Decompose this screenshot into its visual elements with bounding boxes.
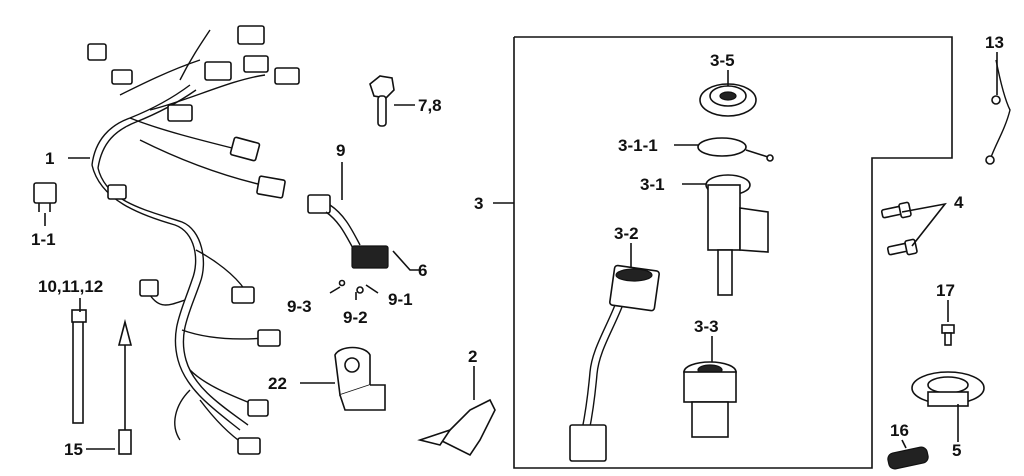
callout-9-2: 9-2 [343, 308, 368, 327]
callout-15: 15 [64, 440, 83, 459]
callout-9: 9 [336, 141, 345, 160]
callout-9-3: 9-3 [287, 297, 312, 316]
callout-3: 3 [474, 194, 483, 213]
callout-3-5: 3-5 [710, 51, 735, 70]
gasket-icon [697, 137, 774, 162]
callout-22: 22 [268, 374, 287, 393]
sub-harness-icon [307, 194, 389, 294]
callout-17: 17 [936, 281, 955, 300]
callout-5: 5 [952, 441, 961, 460]
seat-lock-icon [683, 361, 737, 438]
ignition-switch-icon [705, 174, 769, 296]
callout-13: 13 [985, 33, 1004, 52]
connector-icon [569, 264, 660, 462]
wire-harness-icon [87, 25, 300, 455]
callout-4: 4 [954, 193, 964, 212]
group-3-frame [513, 36, 953, 469]
fuel-cap-icon [911, 371, 985, 407]
callout-6: 6 [418, 261, 427, 280]
cable-icon [985, 59, 1011, 165]
callout-1: 1 [45, 149, 54, 168]
callout-3-3: 3-3 [694, 317, 719, 336]
clip-icon [117, 318, 133, 455]
callout-2: 2 [468, 347, 477, 366]
relay-icon [33, 182, 57, 212]
callout-3-1-1: 3-1-1 [618, 136, 658, 155]
callout-3-2: 3-2 [614, 224, 639, 243]
callout-3-1: 3-1 [640, 175, 665, 194]
leader-lines [44, 52, 998, 450]
cover-icon [417, 398, 496, 457]
cable-tie-icon [71, 309, 87, 424]
screw-icon [941, 324, 955, 346]
callout-1-1: 1-1 [31, 230, 56, 249]
key-icon [369, 75, 395, 127]
callout-16: 16 [890, 421, 909, 440]
callout-9-1: 9-1 [388, 290, 413, 309]
spring-icon [887, 446, 929, 470]
callout-7-8: 7,8 [418, 96, 442, 115]
cap-icon [699, 83, 757, 117]
callout-10-11-12: 10,11,12 [38, 277, 103, 296]
bracket-icon [334, 346, 386, 411]
